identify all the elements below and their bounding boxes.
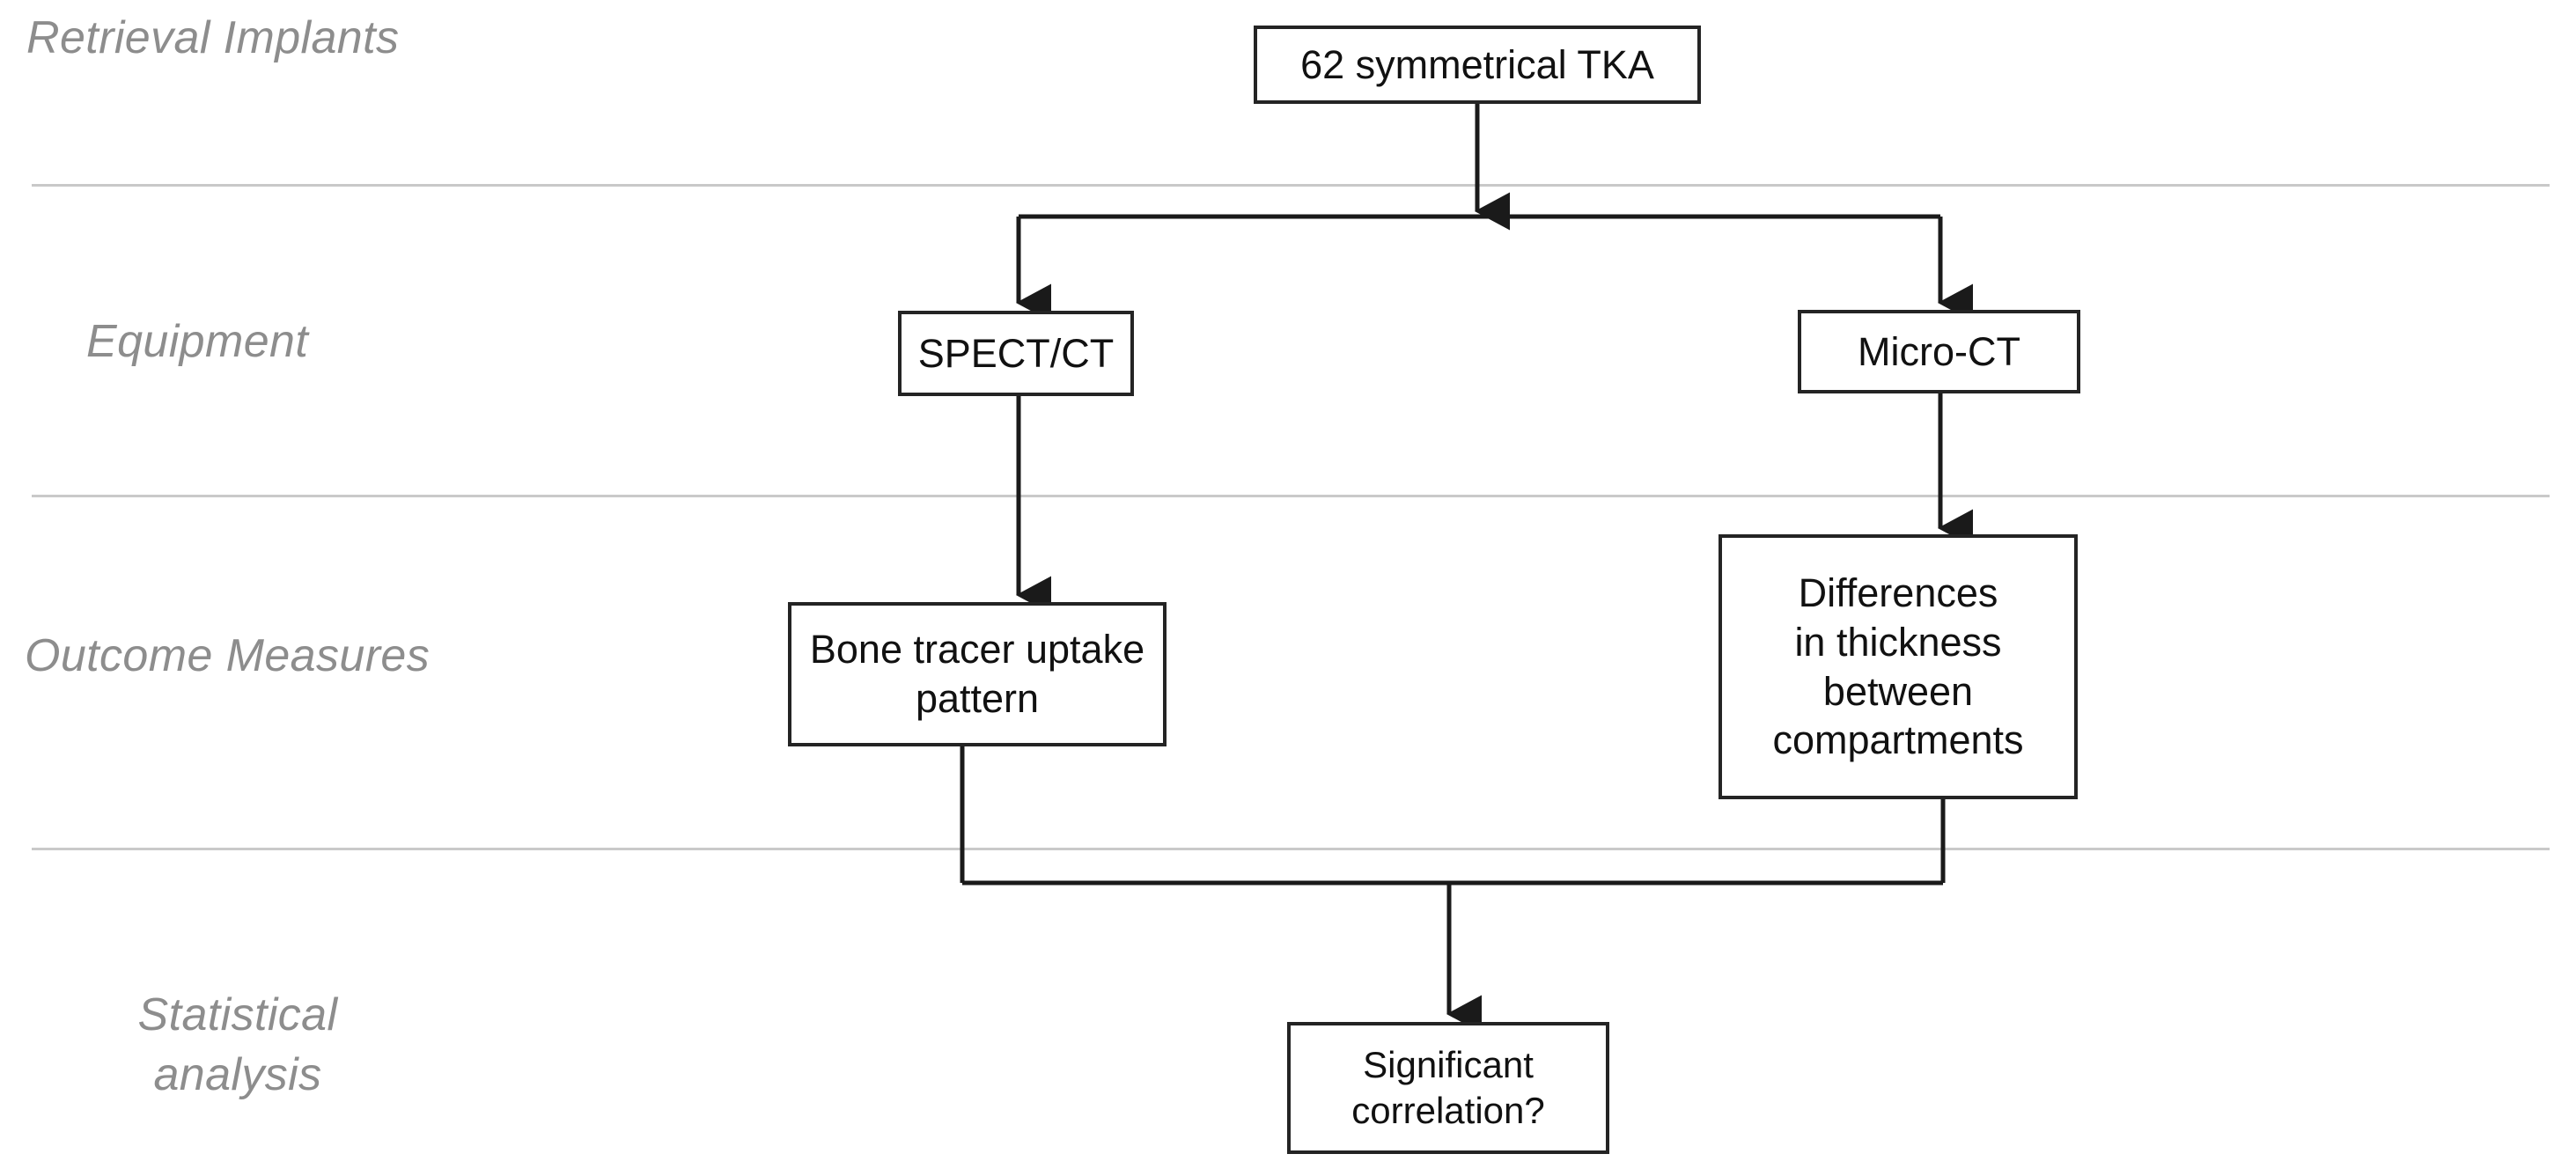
node-micro-ct[interactable]: Micro-CT [1798, 310, 2080, 393]
section-divider-3 [32, 848, 2550, 850]
node-thickness-differences[interactable]: Differences in thickness between compart… [1719, 534, 2078, 799]
node-significant-correlation[interactable]: Significant correlation? [1287, 1022, 1609, 1154]
node-spect-ct[interactable]: SPECT/CT [898, 311, 1134, 396]
node-cohort[interactable]: 62 symmetrical TKA [1254, 26, 1701, 104]
stage-label-outcome-measures: Outcome Measures [25, 630, 431, 681]
stage-label-statistical-analysis: Statistical analysis [137, 989, 338, 1100]
stage-label-equipment: Equipment [86, 316, 309, 367]
stage-label-retrieval-implants: Retrieval Implants [26, 12, 400, 63]
node-bone-tracer-uptake[interactable]: Bone tracer uptake pattern [788, 602, 1167, 746]
section-divider-2 [32, 495, 2550, 497]
section-divider-1 [32, 184, 2550, 187]
